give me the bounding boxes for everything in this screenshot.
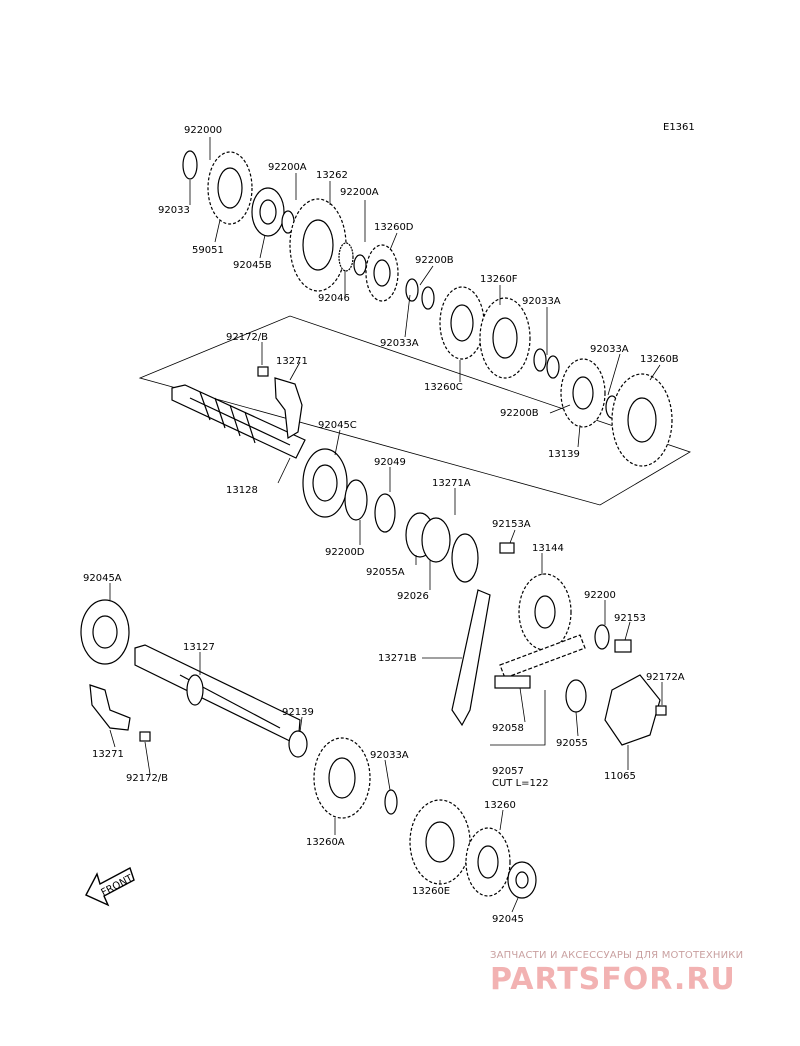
diagram-code: E1361 (663, 122, 695, 133)
label-13271A: 13271A (432, 478, 471, 489)
plate-13271-lower (89, 684, 131, 731)
cover-11065 (604, 674, 661, 746)
label-92033A-4: 92033A (370, 750, 409, 761)
bolt-92172A (655, 705, 667, 716)
plate-13271A (451, 533, 479, 583)
label-13260F: 13260F (480, 274, 518, 285)
label-92172B-lower: 92172/B (126, 773, 168, 784)
label-92045C: 92045C (318, 420, 357, 431)
label-92153A: 92153A (492, 519, 531, 530)
chain-link-92058 (494, 675, 531, 689)
bearing-92046 (338, 242, 354, 272)
nut-92153 (614, 639, 632, 653)
label-92172A: 92172A (646, 672, 685, 683)
label-92026: 92026 (397, 591, 429, 602)
label-13144: 13144 (532, 543, 564, 554)
label-92200D: 92200D (325, 547, 365, 558)
label-92045B: 92045B (233, 260, 272, 271)
label-92045A: 92045A (83, 573, 122, 584)
label-92200B-2: 92200B (500, 408, 539, 419)
output-shaft-13128 (171, 366, 667, 746)
label-92055A: 92055A (366, 567, 405, 578)
label-92200A: 92200A (268, 162, 307, 173)
snap-ring-92033 (182, 150, 198, 180)
label-922000: 922000 (184, 125, 222, 136)
label-13260C: 13260C (424, 382, 463, 393)
seal-92049 (374, 493, 396, 533)
label-13271-lower: 13271 (92, 749, 124, 760)
label-13262: 13262 (316, 170, 348, 181)
label-cut-note: CUT L=122 (492, 778, 549, 789)
assembly-outline (138, 315, 691, 506)
label-92045: 92045 (492, 914, 524, 925)
snap-ring-92033A-lower (384, 789, 398, 815)
label-13260D: 13260D (374, 222, 414, 233)
label-11065: 11065 (604, 771, 636, 782)
input-shaft-13127 (80, 599, 537, 899)
label-92153: 92153 (614, 613, 646, 624)
bolt-92172B-lower (139, 731, 151, 742)
label-13139: 13139 (548, 449, 580, 460)
label-13260B: 13260B (640, 354, 679, 365)
label-13127: 13127 (183, 642, 215, 653)
oring-92055 (565, 679, 587, 713)
label-92200B: 92200B (415, 255, 454, 266)
label-92200A-2: 92200A (340, 187, 379, 198)
label-13260E: 13260E (412, 886, 450, 897)
watermark-subtitle: ЗАПЧАСТИ И АКСЕССУАРЫ ДЛЯ МОТОТЕХНИКИ (490, 950, 744, 961)
label-13260: 13260 (484, 800, 516, 811)
drive-chain (499, 634, 586, 679)
needle-bearing-92139 (288, 730, 308, 758)
label-92046: 92046 (318, 293, 350, 304)
label-92033A-3: 92033A (590, 344, 629, 355)
label-13260A: 13260A (306, 837, 345, 848)
upper-gear-stack (182, 150, 673, 467)
plate-13271-upper (274, 377, 303, 439)
bolt-92172B-upper (257, 366, 269, 377)
label-92055: 92055 (556, 738, 588, 749)
label-92033A-1: 92033A (522, 296, 561, 307)
washer-92200 (594, 624, 610, 650)
label-92049: 92049 (374, 457, 406, 468)
ring-92200D (344, 479, 368, 521)
label-13128: 13128 (226, 485, 258, 496)
front-arrow: FRONT (85, 866, 136, 907)
label-92057: 92057 (492, 766, 524, 777)
part-labels: E1361 922000 92033 59051 92200A 13262 92… (83, 122, 695, 925)
label-92033: 92033 (158, 205, 190, 216)
lever-13271B (451, 589, 491, 727)
watermark-logo: PARTSFOR.RU (490, 962, 736, 997)
label-59051: 59051 (192, 245, 224, 256)
label-13271B: 13271B (378, 653, 417, 664)
leader-lines (109, 137, 663, 913)
label-92200: 92200 (584, 590, 616, 601)
label-92172B: 92172/B (226, 332, 268, 343)
bolt-92153A (499, 542, 515, 554)
label-92033A-2: 92033A (380, 338, 419, 349)
label-13271: 13271 (276, 356, 308, 367)
label-92058: 92058 (492, 723, 524, 734)
label-92139: 92139 (282, 707, 314, 718)
